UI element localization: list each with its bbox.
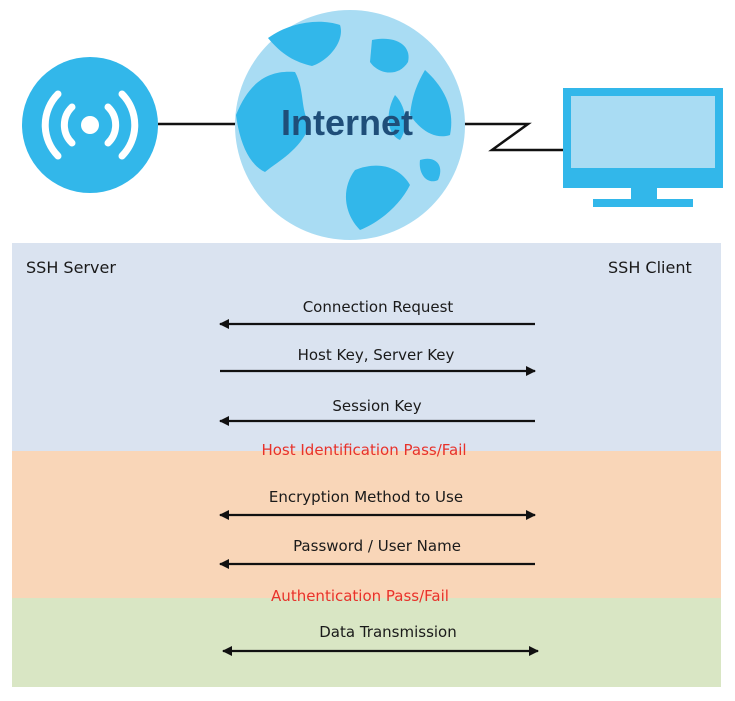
authentication-status: Authentication Pass/Fail [271, 587, 449, 605]
message-label-password: Password / User Name [293, 537, 461, 555]
globe-icon [235, 10, 465, 240]
ssh-server-label: SSH Server [26, 258, 116, 277]
server-phase-band [12, 243, 721, 451]
message-label-host-key: Host Key, Server Key [297, 346, 455, 364]
message-label-data-transmission: Data Transmission [319, 623, 457, 641]
internet-client-link [462, 122, 565, 152]
monitor-icon [563, 88, 723, 207]
internet-label: Internet [280, 102, 414, 143]
message-label-connection-request: Connection Request [302, 298, 454, 316]
host-identification-status: Host Identification Pass/Fail [261, 441, 467, 459]
message-label-session-key: Session Key [332, 397, 422, 415]
encryption-phase-band [12, 451, 721, 598]
data-phase-band [12, 598, 721, 687]
ssh-client-label: SSH Client [608, 258, 692, 277]
message-label-encryption-method: Encryption Method to Use [268, 488, 464, 506]
wireless-signal-icon [22, 57, 158, 193]
network-illustration [22, 10, 723, 240]
